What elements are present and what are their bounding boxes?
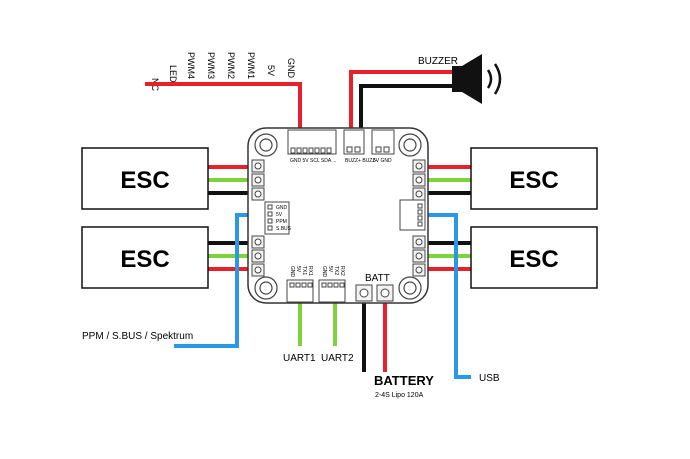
- connector-top-main-label: GND 5V SCL SDA ...: [290, 158, 337, 164]
- uart2-label: UART2: [321, 353, 354, 364]
- uart1-pin-rx1: RX1: [307, 266, 313, 276]
- esc-bottom-right: ESC: [470, 226, 598, 289]
- wire-pinout-red: [145, 82, 302, 128]
- wire-buzzer-black: [359, 84, 452, 128]
- receiver-pin-gnd: GND: [276, 205, 288, 211]
- connector-top-right-label: 5V GND: [373, 158, 392, 164]
- connector-top-main: GND 5V SCL SDA ...: [287, 129, 337, 164]
- pin-label-pwm3: PWM3: [206, 52, 216, 79]
- connector-uart1: GND 5V TX1 RX1: [286, 266, 314, 303]
- battery-spec-label: 2-4S Lipo 120A: [375, 392, 424, 399]
- uart1-pin-gnd: GND: [289, 266, 295, 278]
- wire-usb-blue: [425, 213, 471, 379]
- battery-label: BATTERY: [374, 373, 434, 388]
- esc-top-left: ESC: [81, 147, 209, 210]
- uart1-pin-tx1: TX1: [301, 266, 307, 275]
- uart2-pin-rx2: RX2: [339, 266, 345, 276]
- pin-label-pwm4: PWM4: [186, 52, 196, 79]
- connector-uart2: GND 5V TX2 RX2: [318, 266, 346, 303]
- uart2-pin-gnd: GND: [321, 266, 327, 278]
- pin-label-5v: 5V: [266, 65, 276, 76]
- buzzer-label: BUZZER: [418, 56, 458, 67]
- esc-label: ESC: [120, 167, 169, 194]
- uart2-pin-5v: 5V: [327, 266, 333, 273]
- battery-pads: BATT: [355, 273, 394, 302]
- esc-label: ESC: [509, 167, 558, 194]
- connector-buzzer: BUZZ+ BUZZ-: [343, 129, 377, 164]
- uart1-pin-5v: 5V: [295, 266, 301, 273]
- buzzer: BUZZER: [418, 54, 502, 104]
- pin-label-pwm2: PWM2: [226, 52, 236, 79]
- esc-label: ESC: [120, 246, 169, 273]
- solder-pads-left: [251, 159, 265, 277]
- esc-bottom-left: ESC: [81, 226, 209, 289]
- receiver-pin-5v: 5V: [276, 212, 283, 218]
- pin-label-pwm1: PWM1: [246, 52, 256, 79]
- wire-buzzer-red: [349, 70, 452, 128]
- uart1-label: UART1: [283, 353, 316, 364]
- pin-label-gnd: GND: [286, 58, 296, 79]
- receiver-pin-sbus: S.BUS: [276, 226, 292, 232]
- flight-controller-board: GND 5V SCL SDA ... BUZZ+ BUZZ- 5V GND GN…: [247, 127, 429, 304]
- uart2-pin-tx2: TX2: [333, 266, 339, 275]
- pin-label-led: LED: [168, 65, 178, 83]
- connector-top-right: 5V GND: [371, 129, 395, 164]
- mounting-holes: [254, 133, 422, 300]
- usb-label: USB: [479, 373, 500, 384]
- solder-pads-right: [412, 159, 426, 277]
- connector-buzzer-label: BUZZ+ BUZZ-: [345, 158, 377, 164]
- esc-top-right: ESC: [470, 147, 598, 210]
- receiver-pin-ppm: PPM: [276, 219, 287, 225]
- connector-usb: [399, 199, 426, 231]
- speaker-icon: [452, 54, 502, 104]
- esc-label: ESC: [509, 246, 558, 273]
- connector-receiver: GND 5V PPM S.BUS: [264, 201, 292, 235]
- batt-pad-label: BATT: [365, 273, 390, 284]
- ppm-label: PPM / S.BUS / Spektrum: [82, 331, 193, 342]
- wires: [145, 70, 471, 379]
